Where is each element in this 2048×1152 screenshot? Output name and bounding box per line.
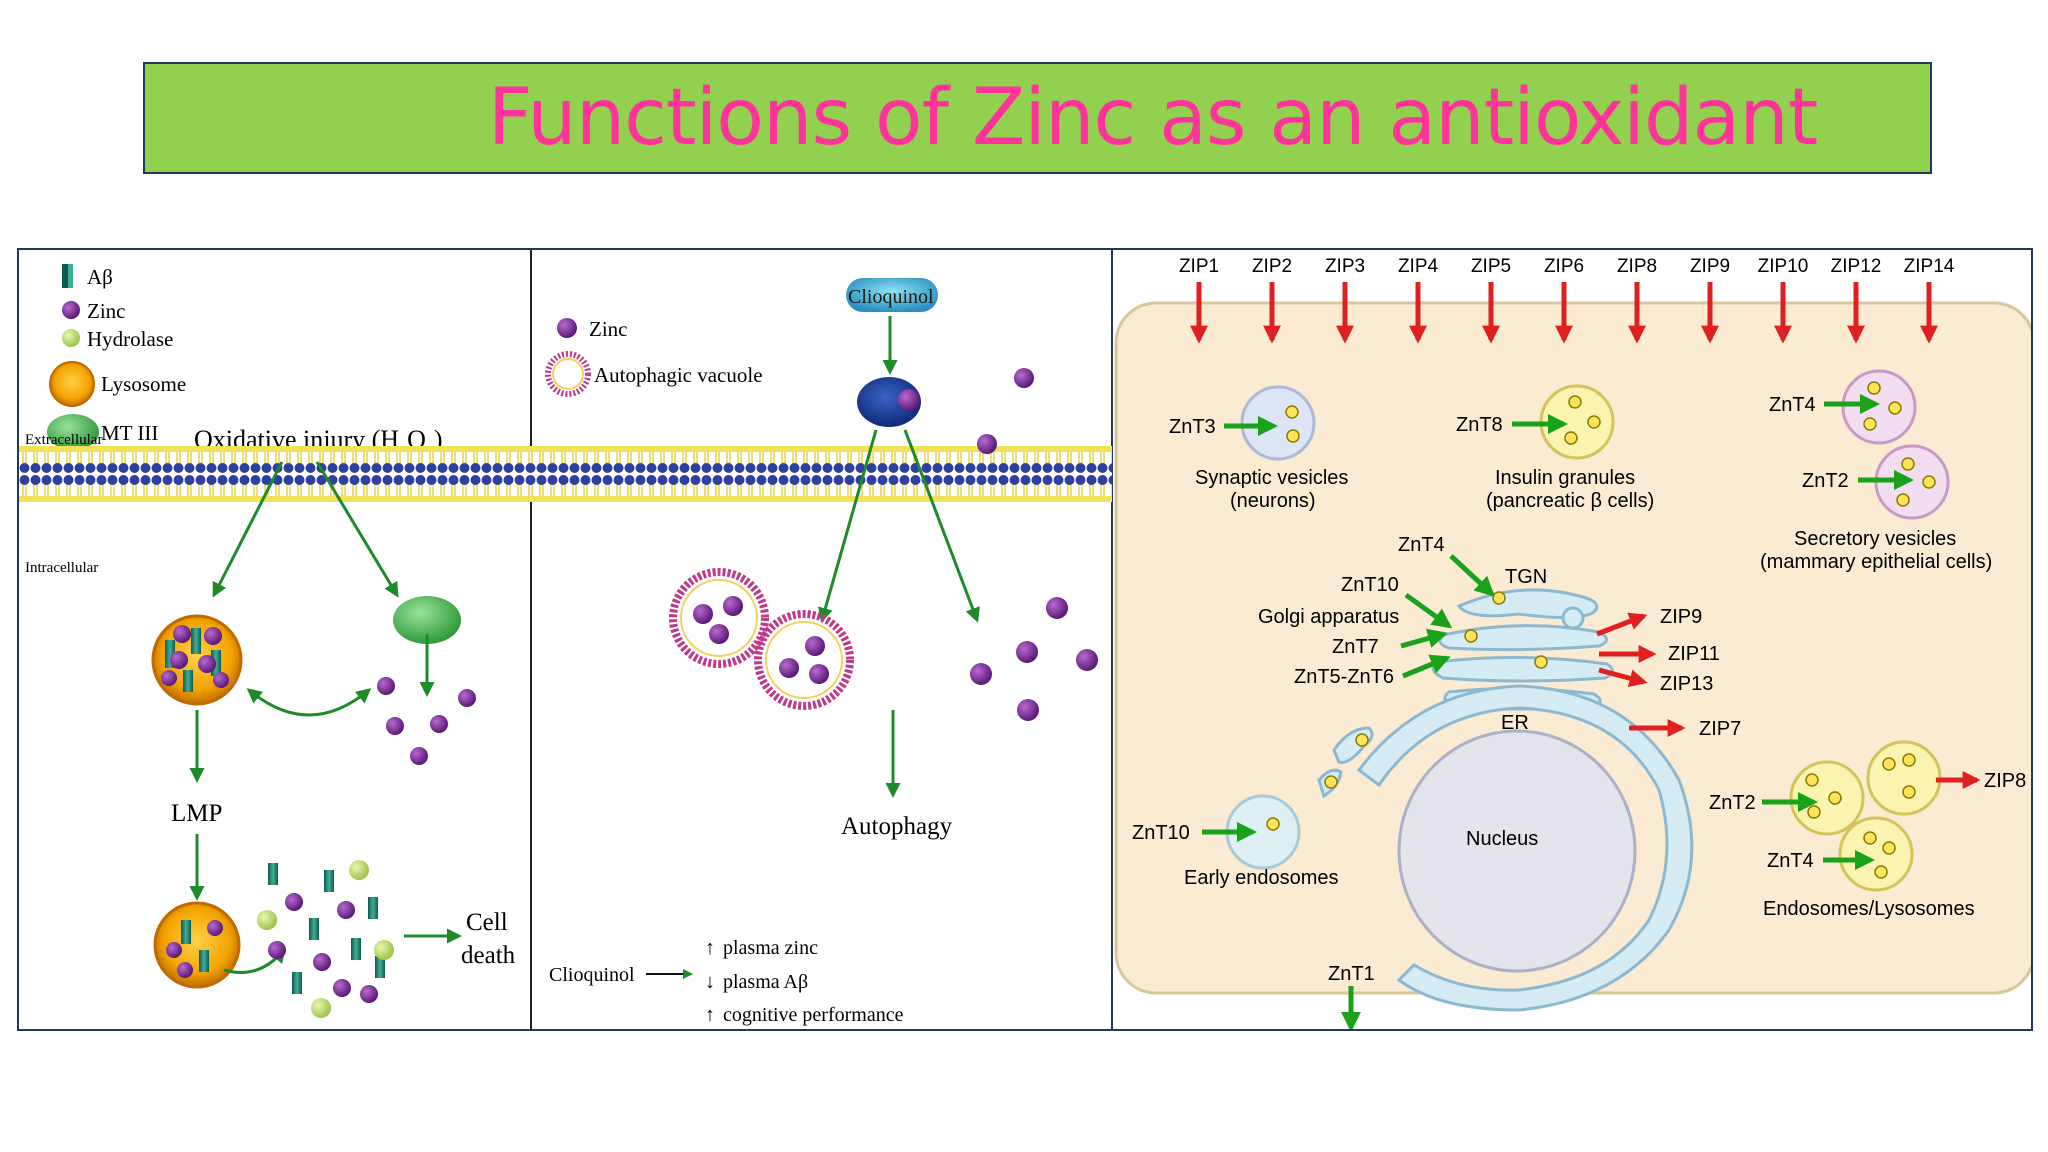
ruptured-lysosome: [153, 901, 241, 989]
legend-mt3: MT III: [101, 421, 158, 445]
early-endosomes-label: Early endosomes: [1184, 867, 1339, 889]
znt2-top-label: ZnT2: [1802, 470, 1849, 492]
znt4-tgn-label: ZnT4: [1398, 534, 1445, 556]
effect-plasma-zinc: plasma zinc: [723, 937, 818, 959]
lmp-label: LMP: [171, 800, 222, 827]
synaptic-vesicle: [1240, 385, 1316, 461]
zip-label-zip10: ZIP10: [1758, 256, 1809, 277]
znt2-endo-label: ZnT2: [1709, 792, 1756, 814]
er-label: ER: [1501, 712, 1529, 734]
zip-label-zip14: ZIP14: [1904, 256, 1955, 277]
legend-hydrolase: Hydrolase: [87, 327, 173, 351]
zip-transporters-row: ZIP1 ZIP2 ZIP3 ZIP4 ZIP5 ZIP6 ZIP8 ZIP9 ZIP10 ZIP…: [1179, 256, 1955, 344]
down-arrow-icon: ↓: [705, 971, 715, 993]
znt10-golgi-label: ZnT10: [1341, 574, 1399, 596]
zip-label-zip2: ZIP2: [1252, 256, 1292, 277]
up-arrow-icon: ↑: [705, 1004, 715, 1026]
legend-zinc: Zinc: [87, 299, 125, 323]
nucleus: [1397, 729, 1637, 973]
endosomes-lysosomes-label: Endosomes/Lysosomes: [1763, 898, 1975, 920]
tgn-label: TGN: [1505, 566, 1547, 588]
effect-cognitive: cognitive performance: [723, 1004, 904, 1026]
znt3-label: ZnT3: [1169, 416, 1216, 438]
zip11-label: ZIP11: [1668, 643, 1720, 665]
clioquinol-zinc-complex: [857, 377, 921, 427]
zip-label-zip3: ZIP3: [1325, 256, 1365, 277]
page-title: Functions of Zinc as an antioxidant: [487, 73, 1819, 163]
zinc-icon: [62, 301, 80, 319]
autophagy-label: Autophagy: [841, 813, 953, 840]
cell-death-label-2: death: [461, 942, 516, 969]
intracellular-label: Intracellular: [25, 560, 98, 576]
znt4-top-label: ZnT4: [1769, 394, 1816, 416]
insulin-label-1: Insulin granules: [1495, 467, 1635, 489]
zip13-label: ZIP13: [1660, 673, 1713, 695]
znt56-label: ZnT5-ZnT6: [1294, 666, 1394, 688]
legend-lysosome: Lysosome: [101, 372, 186, 396]
extracellular-label: Extracellular: [25, 432, 102, 448]
secretory-label-1: Secretory vesicles: [1794, 528, 1956, 550]
zip7-label: ZIP7: [1699, 718, 1741, 740]
synaptic-label-2: (neurons): [1230, 490, 1316, 512]
panel-zinc-mt3: Aβ Zinc Hydrolase Lysosome MT III Oxidat…: [19, 264, 1112, 1018]
clioquinol-label: Clioquinol: [848, 286, 934, 308]
panel-clioquinol: Zinc Autophagic vacuole Clioquinol: [545, 278, 1098, 1026]
abeta-icon: [62, 264, 68, 288]
zip-label-zip9: ZIP9: [1690, 256, 1730, 277]
clioquinol-effect-label: Clioquinol: [549, 964, 635, 986]
endoplasmic-reticulum: [1356, 684, 1694, 1012]
legend-vacuole: Autophagic vacuole: [594, 363, 763, 387]
clioquinol-molecule: [846, 278, 938, 312]
zinc-function-figure: Aβ Zinc Hydrolase Lysosome MT III Oxidat…: [17, 248, 2033, 1031]
effect-plasma-abeta: plasma Aβ: [723, 971, 808, 993]
zip-label-zip1: ZIP1: [1179, 256, 1219, 277]
lysosome-icon: [49, 361, 95, 407]
mt3-protein: [393, 596, 461, 644]
synaptic-label-1: Synaptic vesicles: [1195, 467, 1348, 489]
znt7-label: ZnT7: [1332, 636, 1379, 658]
cell-death-label-1: Cell: [466, 909, 508, 936]
endosome-2: [1866, 740, 1942, 816]
cell-membrane: [19, 446, 1112, 502]
znt4-endo-label: ZnT4: [1767, 850, 1814, 872]
zinc-icon: [557, 318, 577, 338]
secretory-label-2: (mammary epithelial cells): [1760, 551, 1992, 573]
endosome-1: [1789, 760, 1865, 836]
lysosome-endo: [1838, 816, 1914, 892]
znt1-label: ZnT1: [1328, 963, 1375, 985]
mt3-icon: [47, 414, 99, 450]
up-arrow-icon: ↑: [705, 937, 715, 959]
zip-label-zip8: ZIP8: [1617, 256, 1657, 277]
title-banner: Functions of Zinc as an antioxidant: [143, 62, 1932, 174]
insulin-label-2: (pancreatic β cells): [1486, 490, 1654, 512]
vacuole-icon: [545, 351, 591, 397]
secretory-vesicle-1: [1841, 369, 1917, 445]
nucleus-label: Nucleus: [1466, 828, 1538, 850]
zip-label-zip5: ZIP5: [1471, 256, 1511, 277]
legend-zinc-2: Zinc: [589, 317, 627, 341]
hydrolase-icon: [62, 329, 80, 347]
zip-label-zip12: ZIP12: [1831, 256, 1882, 277]
znt8-label: ZnT8: [1456, 414, 1503, 436]
znt10-endo-label: ZnT10: [1132, 822, 1190, 844]
zip9-label: ZIP9: [1660, 606, 1702, 628]
golgi-label: Golgi apparatus: [1258, 606, 1399, 628]
golgi-cisterna-2: [1431, 655, 1614, 683]
zip8-endo-label: ZIP8: [1984, 770, 2026, 792]
zip-label-zip4: ZIP4: [1398, 256, 1439, 277]
zip-label-zip6: ZIP6: [1544, 256, 1584, 277]
legend-abeta: Aβ: [87, 265, 113, 289]
